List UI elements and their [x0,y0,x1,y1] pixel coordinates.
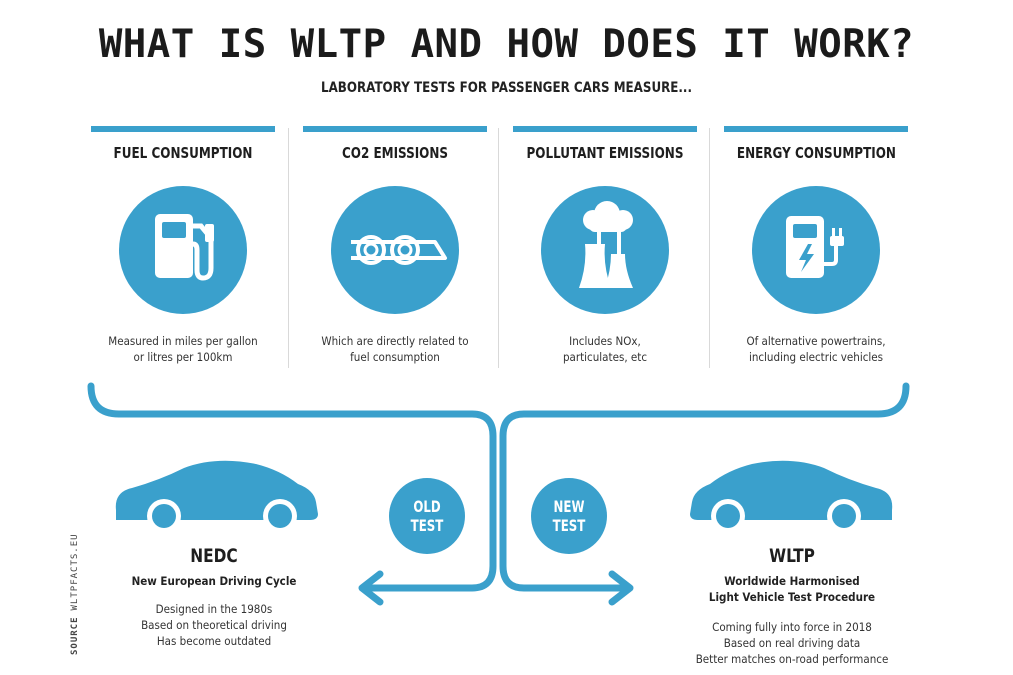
description-line: Measured in miles per gallon [108,334,258,348]
source-value: WLTPFACTS.EU [70,533,80,611]
column-co2-emissions: CO2 EMISSIONS Which are directly related… [303,126,487,364]
column-divider [498,128,499,368]
column-accent-bar [724,126,908,132]
wltp-notes: Coming fully into force in 2018 Based on… [672,619,912,667]
exhaust-pipes-icon [331,186,459,314]
column-description: Which are directly related to fuel consu… [303,333,487,365]
column-accent-bar [513,126,697,132]
column-heading: POLLUTANT EMISSIONS [526,144,684,162]
source-label: SOURCE [70,616,80,655]
arrow-right-icon [608,570,634,606]
badge-line: TEST [552,516,586,535]
column-pollutant-emissions: POLLUTANT EMISSIONS Includes NOx, partic… [513,126,697,364]
badge-line: TEST [410,516,444,535]
nedc-abbr: NEDC [190,545,238,567]
fuel-pump-icon [119,186,247,314]
note-line: Designed in the 1980s [155,602,273,616]
badge-line: NEW [553,497,585,516]
nedc-block: NEDC New European Driving Cycle Designed… [94,545,334,649]
description-line: Includes NOx, [569,334,641,348]
description-line: including electric vehicles [748,350,884,364]
source-credit: SOURCE WLTPFACTS.EU [70,533,80,655]
description-line: fuel consumption [350,350,440,364]
description-line: Of alternative powertrains, [746,334,886,348]
column-description: Of alternative powertrains, including el… [724,333,908,365]
car-left-icon [115,460,318,533]
note-line: Based on theoretical driving [141,618,287,632]
factory-smoke-icon [541,186,669,314]
column-energy-consumption: ENERGY CONSUMPTION Of alternative powert… [724,126,908,364]
note-line: Better matches on-road performance [695,652,889,666]
description-line: Which are directly related to [321,334,469,348]
description-line: or litres per 100km [133,350,233,364]
note-line: Has become outdated [156,634,272,648]
page-subtitle: LABORATORY TESTS FOR PASSENGER CARS MEAS… [321,80,692,96]
car-right-icon [690,460,893,533]
column-accent-bar [303,126,487,132]
column-description: Includes NOx, particulates, etc [513,333,697,365]
page-title: WHAT IS WLTP AND HOW DOES IT WORK? [98,22,915,67]
column-heading: FUEL CONSUMPTION [113,144,253,162]
note-line: Based on real driving data [723,636,861,650]
column-description: Measured in miles per gallon or litres p… [91,333,275,365]
badge-line: OLD [413,497,441,516]
full-name-line: Light Vehicle Test Procedure [708,590,876,604]
column-heading: CO2 EMISSIONS [341,144,449,162]
description-line: particulates, etc [562,350,648,364]
wltp-block: WLTP Worldwide Harmonised Light Vehicle … [672,545,912,667]
arrow-left-icon [358,570,384,606]
new-test-badge: NEW TEST [531,478,607,554]
column-fuel-consumption: FUEL CONSUMPTION Measured in miles per g… [91,126,275,364]
nedc-full-name: New European Driving Cycle [131,574,297,588]
old-test-badge: OLD TEST [389,478,465,554]
full-name-line: Worldwide Harmonised [724,574,860,588]
note-line: Coming fully into force in 2018 [712,620,872,634]
column-divider [709,128,710,368]
column-accent-bar [91,126,275,132]
ev-charger-icon [752,186,880,314]
column-divider [288,128,289,368]
wltp-full-name: Worldwide Harmonised Light Vehicle Test … [672,573,912,605]
column-heading: ENERGY CONSUMPTION [736,144,896,162]
nedc-notes: Designed in the 1980s Based on theoretic… [94,601,334,649]
wltp-abbr: WLTP [769,545,815,567]
